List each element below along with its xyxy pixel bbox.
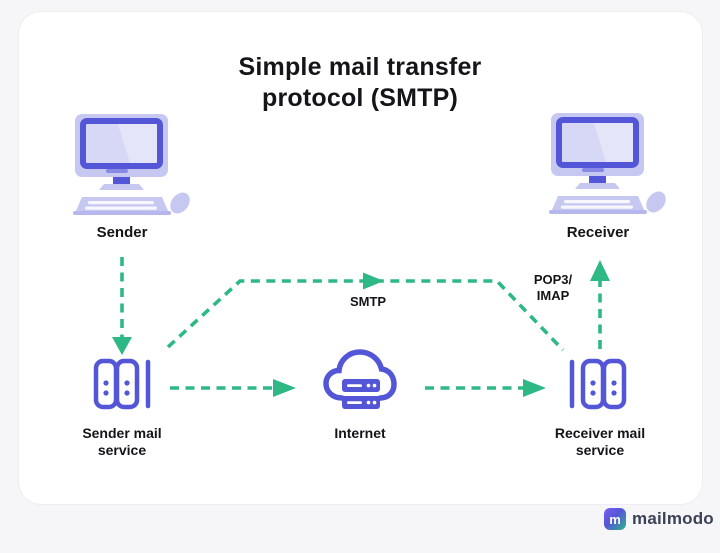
mailmodo-logo-icon: m [604,508,626,530]
sender-mail-server-icon [93,358,151,410]
pop3-imap-edge-label: POP3/ IMAP [533,272,573,303]
diagram-card [19,12,702,504]
receiver-mail-service-label: Receiver mail service [554,425,646,458]
sender-mail-service-label: Sender mail service [82,425,162,458]
sender-computer-icon [73,114,190,215]
receiver-computer-icon [549,113,666,214]
internet-cloud-icon [323,349,397,409]
sender-label: Sender [96,224,148,241]
mailmodo-logo-text: mailmodo [632,509,714,528]
mailmodo-brand: m mailmodo [604,505,714,533]
smtp-edge-label: SMTP [349,294,387,309]
receiver-mail-server-icon [569,358,627,410]
receiver-label: Receiver [566,224,630,241]
internet-label: Internet [334,425,386,441]
diagram-title: Simple mail transfer protocol (SMTP) [238,53,482,112]
